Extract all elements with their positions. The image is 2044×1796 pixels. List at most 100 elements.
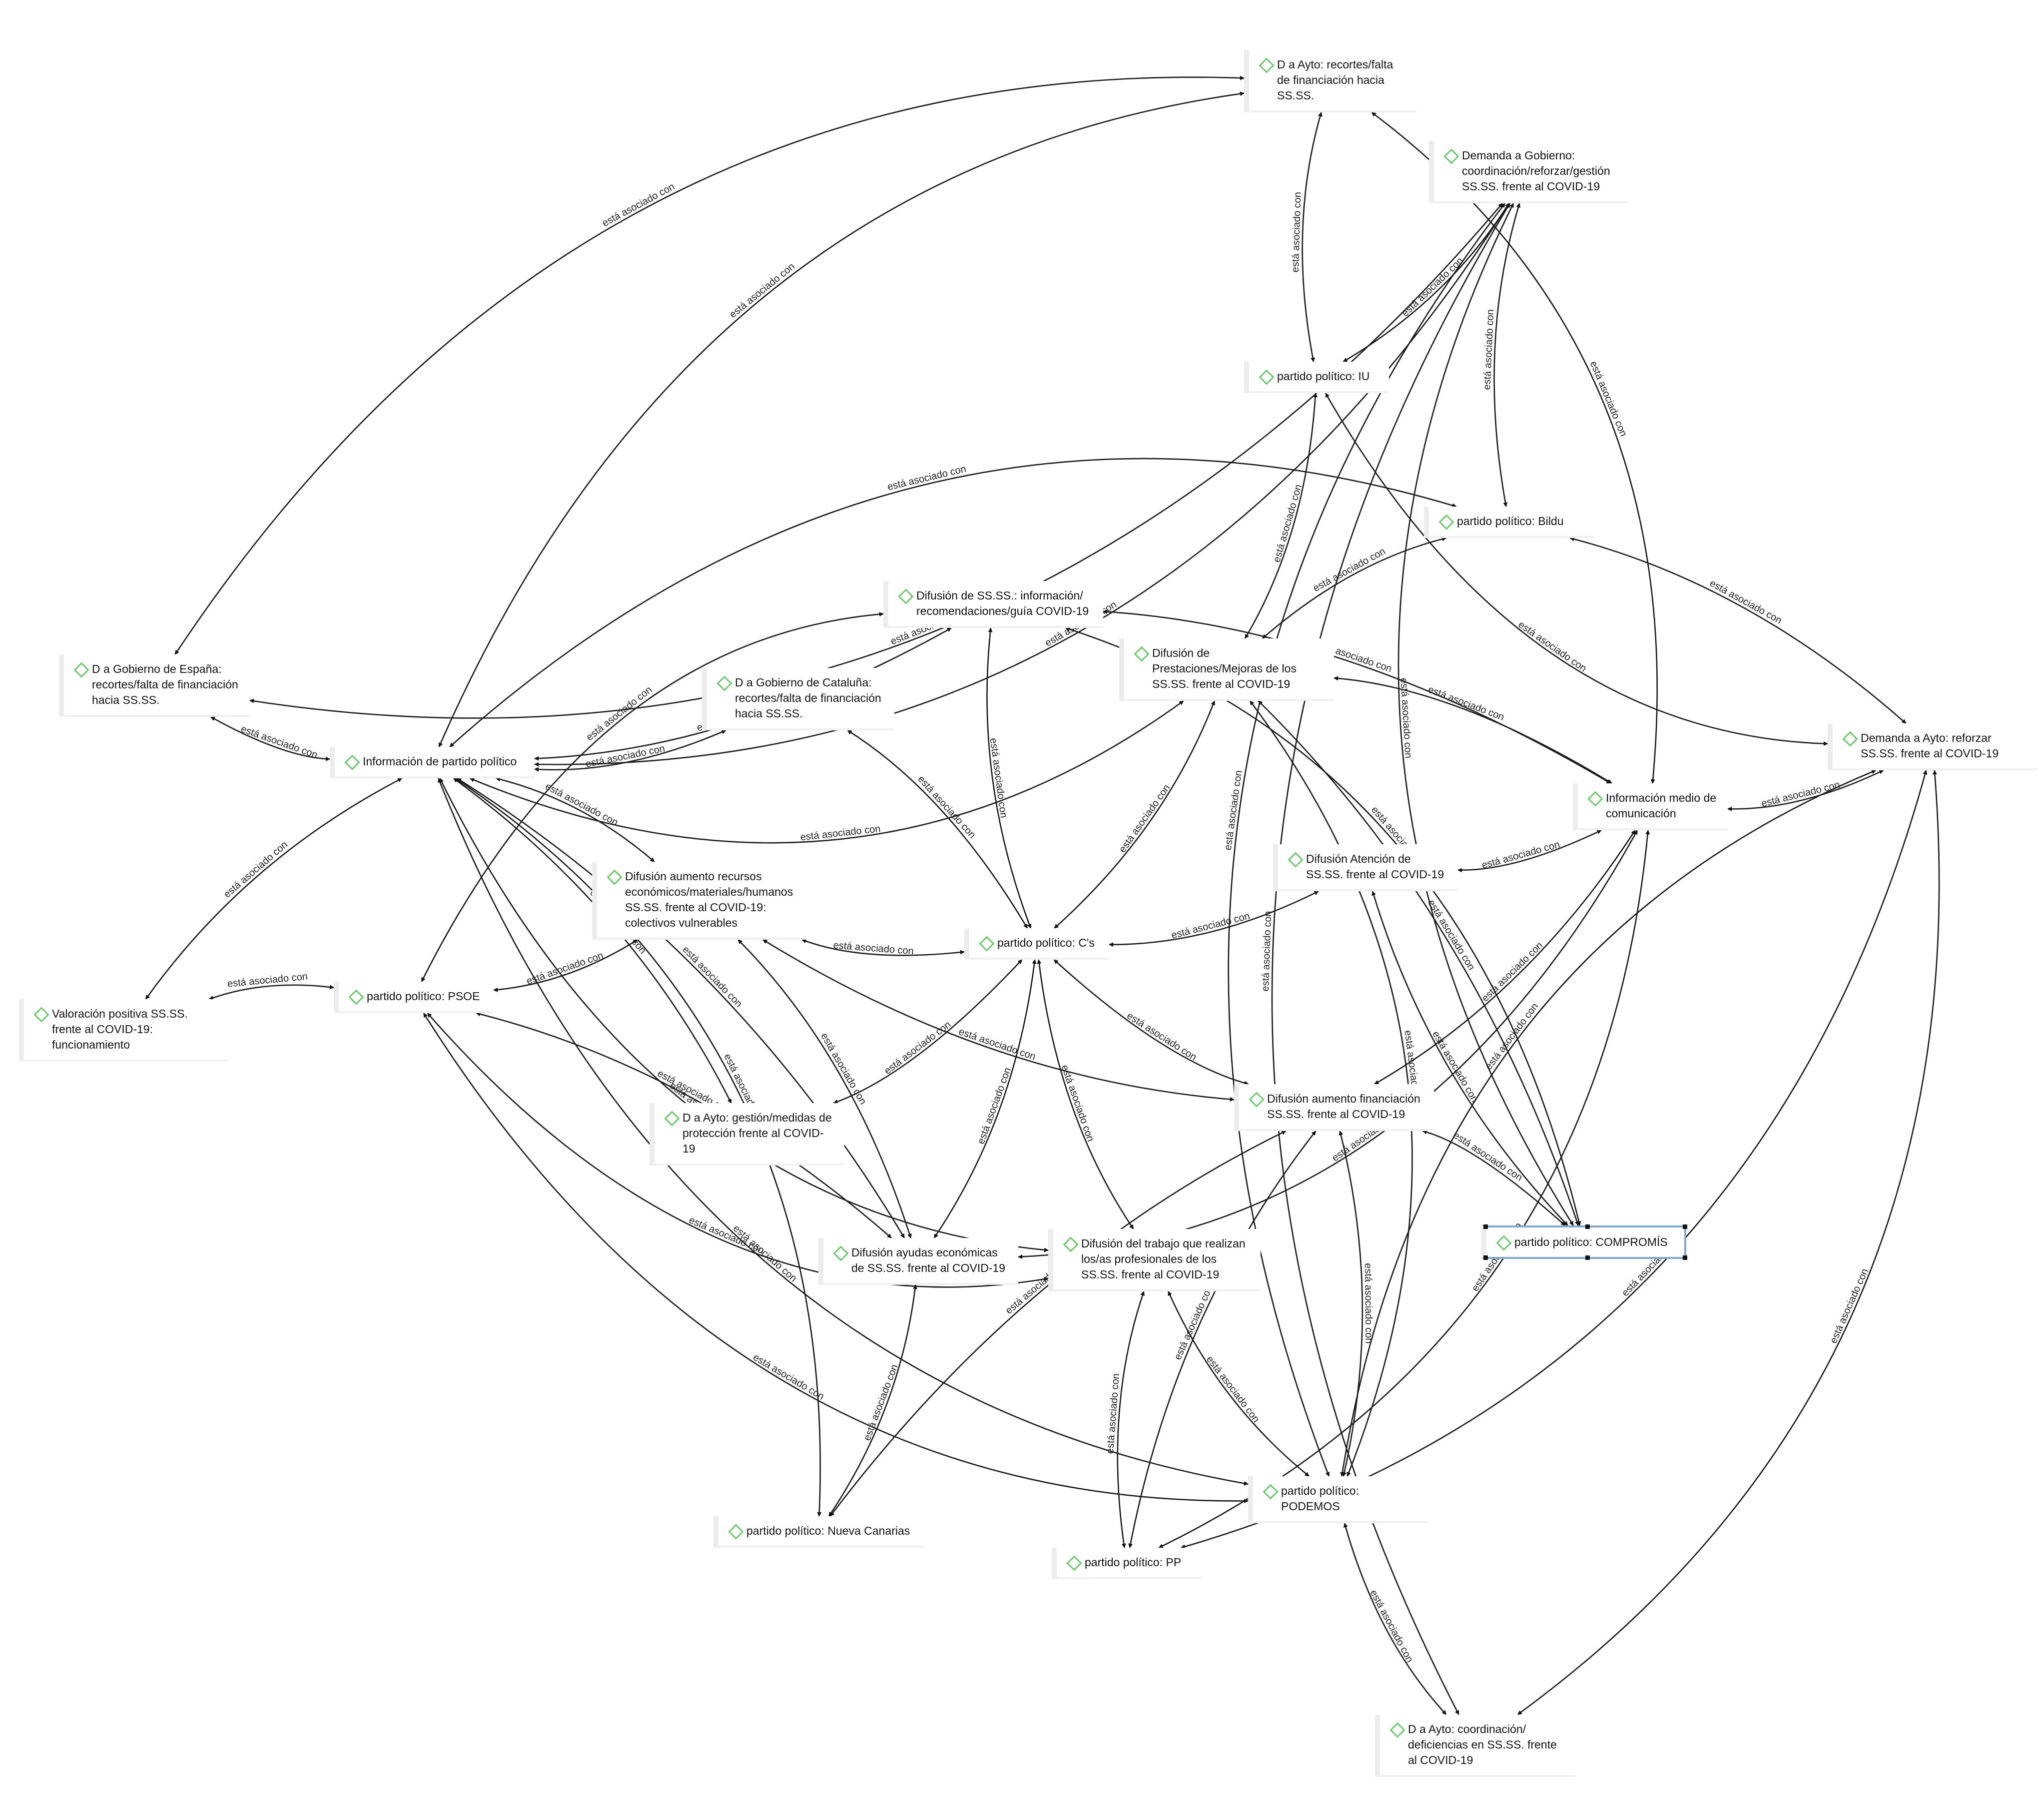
- node-gobierno-cataluna[interactable]: D a Gobierno de Cataluña: recortes/falta…: [702, 668, 894, 730]
- node-difusion-prestaciones[interactable]: Difusión de Prestaciones/Mejoras de los …: [1119, 638, 1334, 701]
- relation-edge[interactable]: [1517, 770, 1940, 1716]
- relation-edge[interactable]: [1053, 959, 1249, 1086]
- node-informacion-medio[interactable]: Información medio de comunicación: [1573, 783, 1728, 830]
- relation-edge[interactable]: [209, 984, 334, 1000]
- relation-edge[interactable]: [737, 939, 912, 1238]
- node-label: partido político: COMPROMÍS: [1514, 1235, 1668, 1248]
- relation-label: está asociado con: [731, 1223, 799, 1284]
- node-ayto-gestion[interactable]: D a Ayto: gestión/medidas de protección …: [650, 1103, 844, 1166]
- relation-edge[interactable]: [1054, 700, 1216, 929]
- node-difusion-informacion[interactable]: Difusión de SS.SS.: información/ recomen…: [883, 581, 1103, 628]
- relation-label: está asociado con: [1480, 940, 1545, 1004]
- relation-edge[interactable]: [457, 777, 905, 1238]
- relation-edge[interactable]: [210, 716, 330, 761]
- node-gobierno-coordinacion[interactable]: Demanda a Gobierno: coordinación/reforza…: [1429, 141, 1629, 203]
- relation-edge[interactable]: [762, 939, 1235, 1102]
- code-diamond-icon: [1066, 1555, 1082, 1571]
- relation-edge[interactable]: [534, 203, 1510, 767]
- node-partido-cs[interactable]: partido político: C's: [964, 928, 1109, 960]
- relation-label: está asociado con: [1430, 1029, 1480, 1104]
- relation-label: está asociado con: [1260, 911, 1274, 992]
- relation-edge[interactable]: [1371, 111, 1658, 784]
- node-label: Difusión aumento financiación SS.SS. fre…: [1267, 1092, 1420, 1121]
- node-partido-psoe[interactable]: partido político: PSOE: [334, 982, 494, 1013]
- node-gobierno-espana[interactable]: D a Gobierno de España: recortes/falta d…: [59, 654, 250, 717]
- relation-edge[interactable]: [1422, 1130, 1566, 1226]
- node-difusion-financiacion[interactable]: Difusión aumento financiación SS.SS. fre…: [1234, 1084, 1434, 1131]
- relation-edge[interactable]: [1334, 676, 1612, 784]
- node-valoracion-positiva[interactable]: Valoración positiva SS.SS. frente al COV…: [19, 999, 228, 1062]
- node-label: partido político: PP: [1085, 1556, 1182, 1569]
- node-ayto-reforzar[interactable]: Demanda a Ayto: reforzar SS.SS. frente a…: [1828, 723, 2038, 770]
- node-label: D a Ayto: gestión/medidas de protección …: [682, 1111, 832, 1155]
- node-ayto-recortes[interactable]: D a Ayto: recortes/falta de financiación…: [1244, 50, 1416, 112]
- node-partido-compromis[interactable]: partido político: COMPROMÍS: [1481, 1224, 1687, 1260]
- code-diamond-icon: [716, 675, 732, 691]
- code-diamond-icon: [898, 589, 914, 604]
- code-diamond-icon: [33, 1007, 49, 1023]
- relation-edge[interactable]: [1493, 203, 1521, 507]
- relation-label: está asociado con: [800, 823, 881, 843]
- relation-label: está asociado con: [1117, 782, 1172, 854]
- relation-label: está asociado con: [1451, 1130, 1525, 1183]
- relation-edge[interactable]: [933, 959, 1037, 1238]
- relation-label: está asociado con: [222, 839, 290, 900]
- node-label: Difusión aumento recursos económicos/mat…: [625, 870, 793, 929]
- relation-edge[interactable]: [1109, 890, 1319, 947]
- relation-edge[interactable]: [1037, 959, 1134, 1229]
- relation-edge[interactable]: [1244, 393, 1318, 639]
- node-partido-bildu[interactable]: partido político: Bildu: [1424, 507, 1594, 538]
- relation-edge[interactable]: [833, 959, 1023, 1104]
- relation-label: está asociado con: [1170, 911, 1251, 941]
- relation-label: está asociado con: [727, 261, 797, 320]
- relation-edge[interactable]: [1158, 830, 1650, 1549]
- relation-label: está asociado con: [1125, 1010, 1199, 1063]
- selection-handle[interactable]: [1483, 1224, 1488, 1229]
- selection-handle[interactable]: [1585, 1255, 1590, 1260]
- relation-label: está asociado con: [680, 944, 744, 1010]
- node-difusion-recursos[interactable]: Difusión aumento recursos económicos/mat…: [592, 862, 807, 940]
- relation-label: está asociado con: [239, 723, 319, 761]
- node-label: Difusión ayudas económicas de SS.SS. fre…: [851, 1246, 1006, 1274]
- node-difusion-trabajo[interactable]: Difusión del trabajo que realizan los/as…: [1048, 1229, 1261, 1291]
- relation-edge[interactable]: [439, 778, 1049, 1252]
- selection-handle[interactable]: [1683, 1255, 1687, 1260]
- node-difusion-atencion[interactable]: Difusión Atención de SS.SS. frente al CO…: [1273, 844, 1458, 891]
- relation-edge[interactable]: [174, 75, 1245, 655]
- relation-label: está asociado con: [1588, 360, 1629, 438]
- node-label: Información de partido político: [363, 755, 517, 768]
- node-informacion-partido[interactable]: Información de partido político: [330, 747, 535, 778]
- relation-edge[interactable]: [828, 1284, 917, 1517]
- selection-handle[interactable]: [1483, 1255, 1488, 1260]
- relation-label: está asociado con: [1363, 1263, 1374, 1343]
- code-diamond-icon: [664, 1111, 680, 1127]
- node-partido-podemos[interactable]: partido político: PODEMOS: [1248, 1476, 1428, 1523]
- node-label: partido político: C's: [997, 936, 1095, 949]
- selection-handle[interactable]: [1585, 1224, 1590, 1229]
- node-label: Valoración positiva SS.SS. frente al COV…: [52, 1007, 188, 1051]
- relation-edge[interactable]: [1302, 112, 1323, 362]
- relation-edge[interactable]: [829, 1130, 1287, 1517]
- relation-edge[interactable]: [1117, 1291, 1145, 1548]
- relation-edge[interactable]: [1343, 1523, 1447, 1715]
- relation-label: está asociado con: [584, 684, 654, 743]
- relation-edge[interactable]: [145, 777, 403, 1000]
- node-partido-nueva-canarias[interactable]: partido político: Nueva Canarias: [713, 1516, 923, 1548]
- selection-handle[interactable]: [1683, 1224, 1687, 1229]
- code-diamond-icon: [1443, 148, 1459, 164]
- node-label: Demanda a Ayto: reforzar SS.SS. frente a…: [1861, 731, 1999, 760]
- node-difusion-ayudas[interactable]: Difusión ayudas económicas de SS.SS. fre…: [818, 1238, 1018, 1285]
- relation-edge[interactable]: [1271, 203, 1511, 1715]
- node-partido-pp[interactable]: partido político: PP: [1052, 1548, 1202, 1579]
- relation-edge[interactable]: [1262, 537, 1447, 639]
- code-diamond-icon: [1259, 57, 1275, 73]
- relation-edge[interactable]: [453, 777, 732, 1104]
- relation-edge[interactable]: [1569, 537, 1907, 724]
- relation-label: está asociado con: [818, 1031, 868, 1107]
- code-diamond-icon: [1063, 1236, 1079, 1252]
- relation-label: está asociado con: [1172, 1283, 1215, 1361]
- node-ayto-coordinacion[interactable]: D a Ayto: coordinación/ deficiencias en …: [1375, 1715, 1575, 1777]
- node-partido-iu[interactable]: partido político: IU: [1244, 362, 1389, 393]
